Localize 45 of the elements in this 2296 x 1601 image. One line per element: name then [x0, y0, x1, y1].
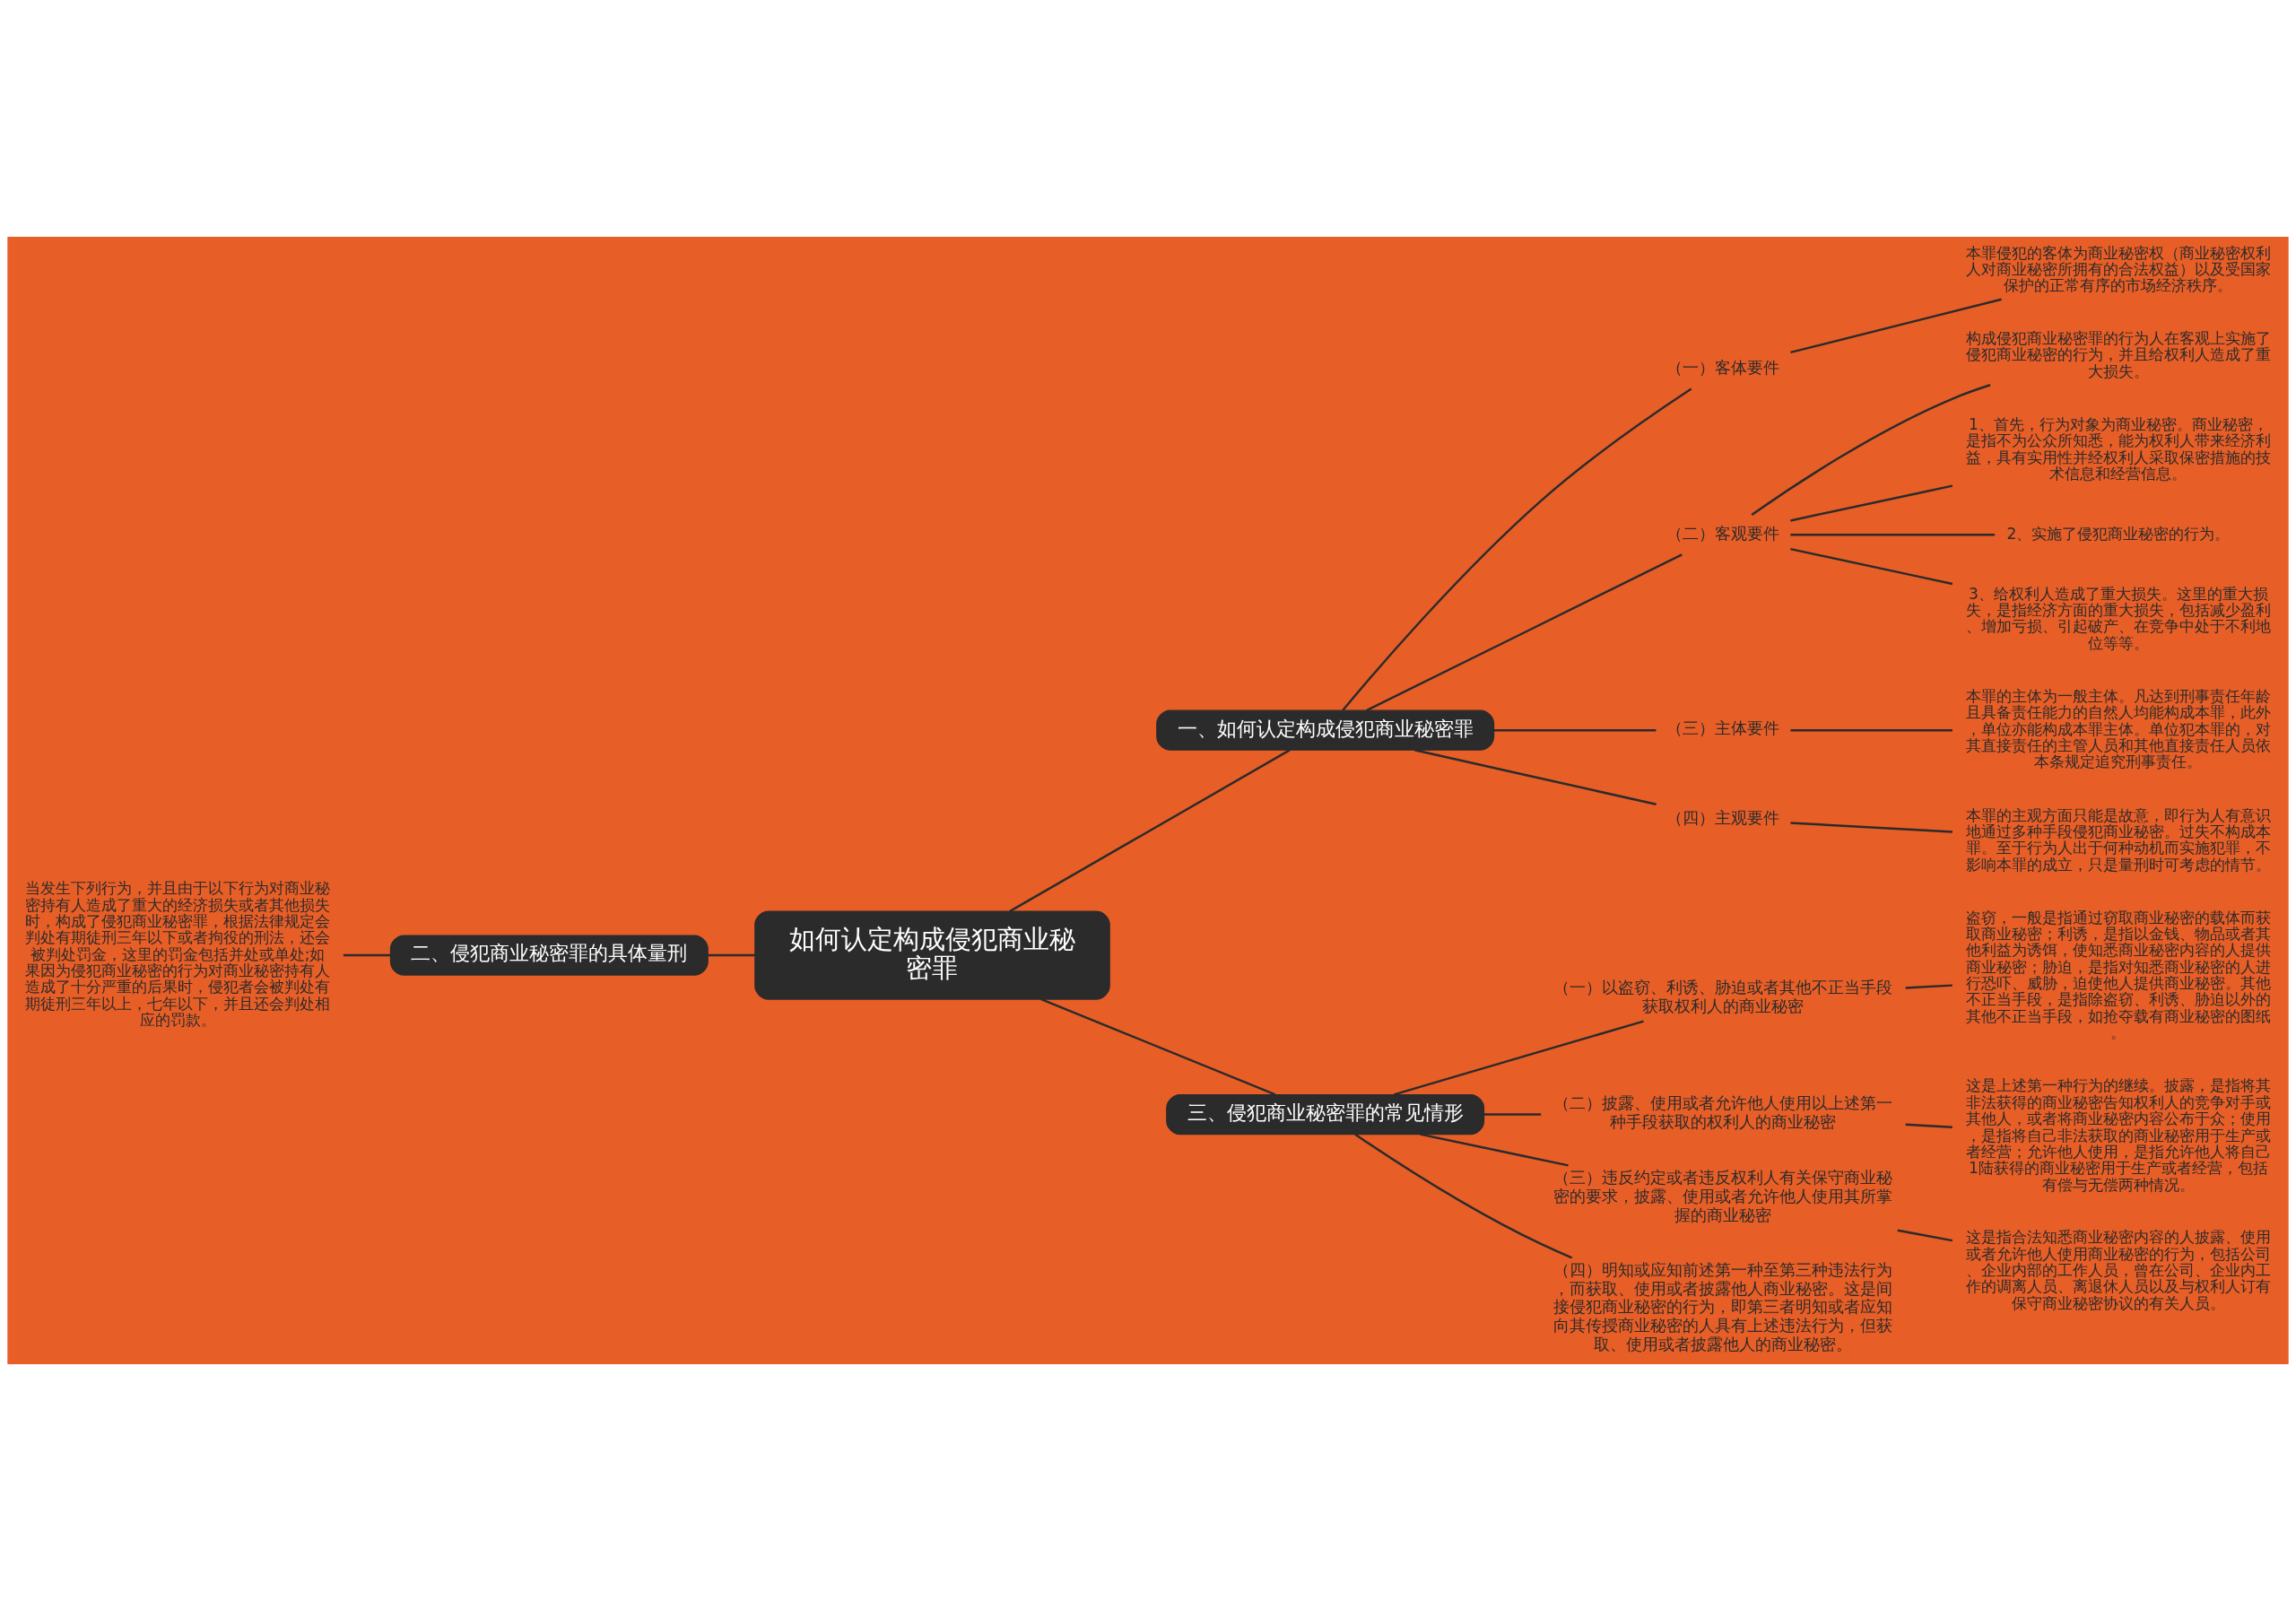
node-text: （四）明知或应知前述第一种至第三种违法行为，而获取、使用或者披露他人商业秘密。这是间接侵犯商业秘密的行为，即第三者明知或者应知向其传授商业秘密的人具有上述违法行为，但获取、使用或者披露他人的商业秘密。 [1553, 1259, 1893, 1354]
node-text: （二）披露、使用或者允许他人使用以上述第一种手段获取的权利人的商业秘密 [1553, 1093, 1893, 1132]
node-text: 本罪的主观方面只能是故意，即行为人有意识地通过多种手段侵犯商业秘密。过失不构成本罪。至于行为人出于何种动机而实施犯罪，不影响本罪的成立，只是量刑时可考虑的情节。 [1965, 805, 2271, 874]
node-text: 本罪的主体为一般主体。凡达到刑事责任年龄且具备责任能力的自然人均能构成本罪，此外，单位亦能构成本罪主体。单位犯本罪的，对其直接责任的主管人员和其他直接责任人员依本条规定追究刑事责任。 [1965, 686, 2271, 771]
connector [1420, 1133, 1569, 1167]
connector [1354, 1133, 1573, 1259]
node-box: 如何认定构成侵犯商业秘密罪 [754, 910, 1110, 1000]
node-text: 本罪侵犯的客体为商业秘密权（商业秘密权利人对商业秘密所拥有的合法权益）以及受国家保护的正常有序的市场经济秩序。 [1965, 243, 2271, 295]
node-text: 1、首先，行为对象为商业秘密。商业秘密，是指不为公众所知悉，能为权利人带来经济利益，具有实用性并经权利人采取保密措施的技术信息和经营信息。 [1965, 415, 2271, 483]
node-text: 2、实施了侵犯商业秘密的行为。 [2006, 524, 2231, 543]
connector [1009, 749, 1291, 913]
connector [1483, 1113, 1542, 1116]
node-box: 二、侵犯商业秘密罪的具体量刑 [389, 935, 709, 976]
connector [1905, 1123, 1952, 1128]
node-text: （三）主体要件 [1666, 718, 1780, 738]
connector [708, 953, 755, 957]
node-text: （四）主观要件 [1666, 807, 1780, 827]
connector [1905, 984, 1952, 989]
connector [1040, 997, 1276, 1096]
connector [1790, 822, 1952, 833]
node-text: 构成侵犯商业秘密罪的行为人在客观上实施了侵犯商业秘密的行为，并且给权利人造成了重大损失。 [1965, 328, 2271, 380]
node-text: （一）以盗窃、利诱、胁迫或者其他不正当手段获取权利人的商业秘密 [1553, 977, 1893, 1015]
node-text: 这是指合法知悉商业秘密内容的人披露、使用或者允许他人使用商业秘密的行为，包括公司、企业内部的工作人员，曾在公司、企业内工作的调离人员、离退休人员以及与权利人订有保守商业秘密协议的有关人员。 [1965, 1228, 2271, 1312]
connector [1493, 728, 1657, 732]
connector [1790, 298, 2002, 354]
connector [1751, 384, 1991, 517]
connector [343, 953, 391, 957]
connector [1342, 387, 1692, 711]
connector [1414, 749, 1657, 805]
node-text: （三）违反约定或者违反权利人有关保守商业秘密的要求，披露、使用或者允许他人使用其所掌握的商业秘密 [1553, 1168, 1893, 1224]
node-text: 盗窃，一般是指通过窃取商业秘密的载体而获取商业秘密；利诱，是指以金钱、物品或者其他利益为诱饵，使知悉商业秘密内容的人提供商业秘密；胁迫，是指对知悉商业秘密的人进行恐吓、威胁，迫使他人提供商业秘密。其他不正当手段，是指除盗窃、利诱、胁迫以外的其他不正当手段，如抢夺载有商业秘密的图纸。 [1965, 908, 2271, 1042]
node-text: 这是上述第一种行为的继续。披露，是指将其非法获得的商业秘密告知权利人的竞争对手或其他人，或者将商业秘密内容公布于众；使用，是指将自己非法获取的商业秘密用于生产或者经营；允许他人使用，是指允许他人将自己1陆获得的商业秘密用于生产或者经营，包括有偿与无偿两种情况。 [1965, 1076, 2271, 1194]
connector [1790, 548, 1953, 586]
connector [1790, 534, 1996, 536]
connector [1366, 553, 1683, 712]
connector [1897, 1229, 1953, 1242]
node-text: 当发生下列行为，并且由于以下行为对商业秘密持有人造成了重大的经济损失或者其他损失时，构成了侵犯商业秘密罪，根据法律规定会判处有期徒刑三年以下或者拘役的刑法，还会被判处罚金，这里的罚金包括并处或单处;如果因为侵犯商业秘密的行为对商业秘密持有人造成了十分严重的后果时，侵犯者会被判处有期徒刑三年以上，七年以下，并且还会判处相应的罚款。 [25, 879, 331, 1030]
node-text: （一）客体要件 [1666, 357, 1780, 377]
connector [1790, 728, 1952, 732]
node-text: 3、给权利人造成了重大损失。这里的重大损失，是指经济方面的重大损失，包括减少盈利、增加亏损、引起破产、在竞争中处于不利地位等等。 [1965, 584, 2271, 652]
node-text: （二）客观要件 [1666, 523, 1780, 543]
connector [1790, 484, 1953, 522]
connector [1393, 1020, 1644, 1096]
node-box: 一、如何认定构成侵犯商业秘密罪 [1156, 709, 1495, 751]
node-box: 三、侵犯商业秘密罪的常见情形 [1166, 1093, 1485, 1135]
